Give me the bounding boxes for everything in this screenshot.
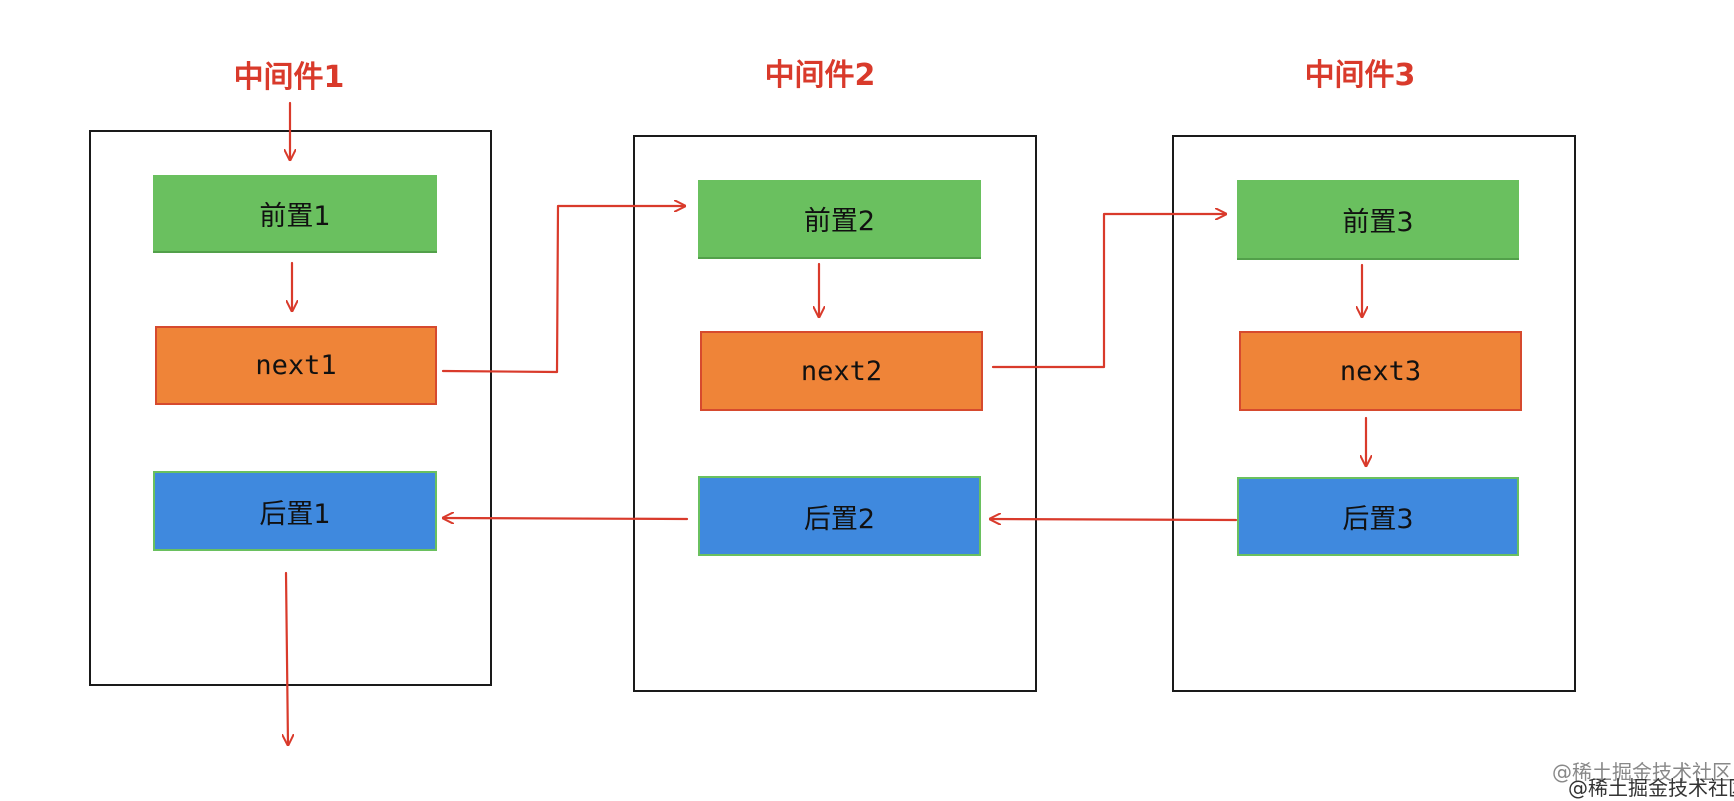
middleware-2-title: 中间件2 — [764, 58, 876, 93]
middleware-3-frame — [1172, 135, 1576, 692]
arrow-post2-post1 — [441, 518, 689, 519]
watermark-line-1: @稀土掘金技术社区 — [1552, 760, 1732, 784]
arrow-next2-pre3 — [991, 214, 1228, 369]
post-3-box: 后置3 — [1237, 477, 1519, 556]
middleware-1-title: 中间件1 — [233, 60, 345, 95]
arrow-exit — [286, 571, 288, 747]
pre-2-box: 前置2 — [698, 180, 981, 259]
next-1-box: next1 — [155, 326, 437, 405]
middleware-2-frame — [633, 135, 1037, 692]
watermark-line-2: @稀土掘金技术社区 — [1568, 776, 1734, 800]
next-2-box: next2 — [700, 331, 983, 411]
pre-1-box: 前置1 — [153, 175, 437, 253]
post-1-box: 后置1 — [153, 471, 437, 551]
next-3-box: next3 — [1239, 331, 1522, 411]
arrow-next1-pre2 — [441, 206, 687, 374]
pre-3-box: 前置3 — [1237, 180, 1519, 260]
post-2-box: 后置2 — [698, 476, 981, 556]
arrow-post3-post2 — [988, 519, 1238, 520]
middleware-3-title: 中间件3 — [1304, 58, 1416, 93]
